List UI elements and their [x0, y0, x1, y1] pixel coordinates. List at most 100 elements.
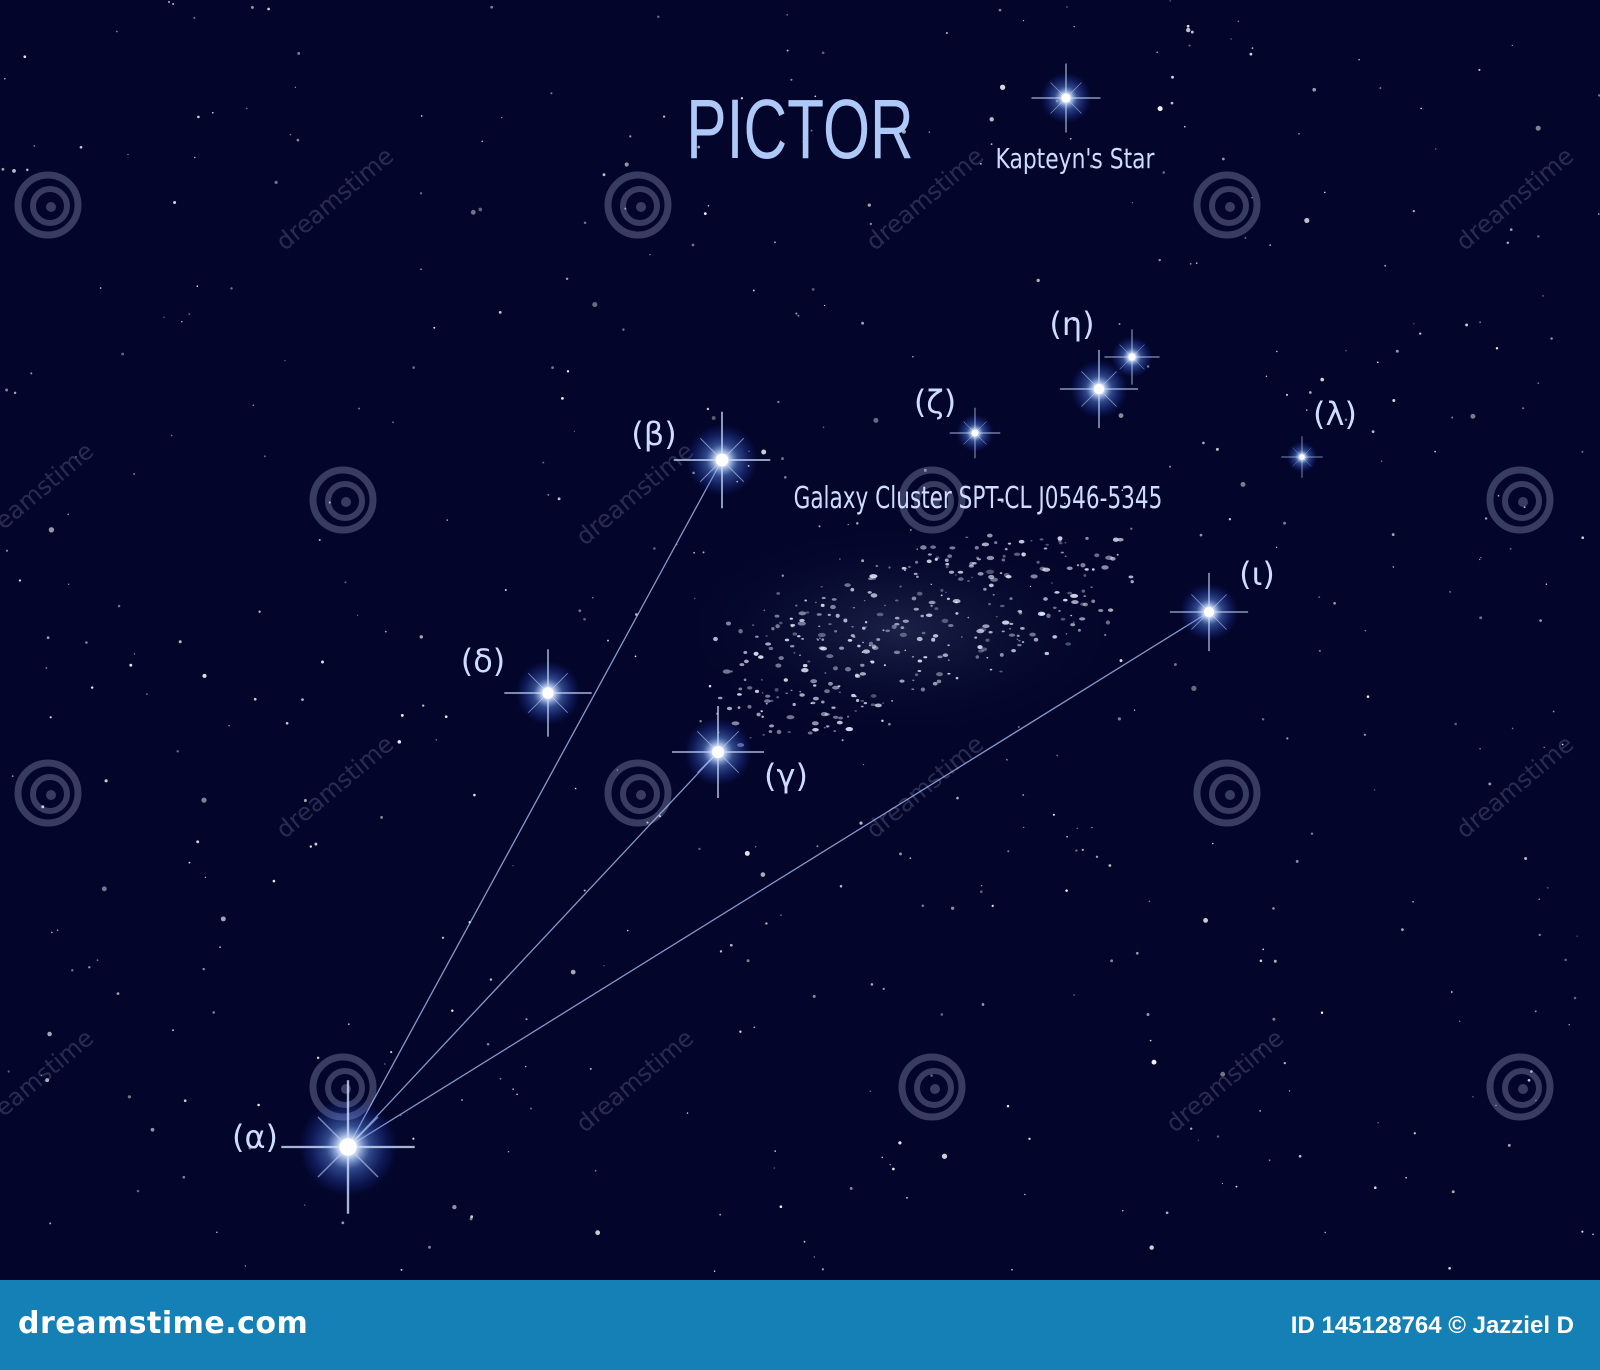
- background-star: [589, 1067, 592, 1070]
- background-star: [1472, 1095, 1474, 1098]
- background-star: [594, 1169, 597, 1172]
- background-star: [451, 1009, 454, 1012]
- background-star: [172, 3, 174, 5]
- cluster-galaxy: [1070, 593, 1079, 598]
- cluster-galaxy: [1001, 620, 1010, 625]
- cluster-galaxy: [813, 684, 817, 687]
- cluster-galaxy: [769, 699, 774, 703]
- cluster-galaxy: [952, 598, 961, 604]
- footer-brand[interactable]: dreamstime.com: [18, 1306, 309, 1341]
- background-star: [253, 697, 257, 701]
- background-star: [713, 1270, 716, 1272]
- background-star: [420, 115, 423, 117]
- cluster-galaxy: [1045, 543, 1049, 546]
- background-star: [1162, 171, 1166, 174]
- background-star: [211, 111, 214, 114]
- background-star: [321, 660, 324, 664]
- cluster-galaxy: [894, 622, 900, 626]
- cluster-galaxy: [912, 679, 915, 682]
- cluster-galaxy: [942, 653, 949, 657]
- background-star: [1197, 1139, 1200, 1141]
- cluster-galaxy: [936, 679, 942, 684]
- cluster-galaxy: [1018, 539, 1025, 544]
- background-star: [565, 277, 569, 281]
- background-star: [998, 8, 1002, 12]
- cluster-galaxy: [768, 730, 773, 733]
- cluster-galaxy: [904, 649, 907, 652]
- cluster-galaxy: [923, 656, 928, 659]
- cluster-galaxy: [1070, 623, 1076, 627]
- cluster-galaxy: [774, 614, 780, 618]
- cluster-galaxy: [775, 663, 782, 668]
- background-star: [201, 797, 207, 803]
- cluster-galaxy: [754, 689, 760, 694]
- cluster-galaxy: [749, 737, 752, 739]
- cluster-galaxy: [913, 572, 918, 576]
- cluster-galaxy: [860, 699, 865, 702]
- background-star: [1451, 416, 1454, 419]
- background-star: [422, 704, 425, 707]
- cluster-galaxy: [992, 594, 995, 596]
- background-star: [886, 101, 889, 104]
- cluster-galaxy: [920, 687, 926, 692]
- background-star: [1261, 718, 1265, 721]
- background-star: [347, 1023, 350, 1026]
- background-star: [991, 904, 994, 908]
- background-star: [706, 407, 710, 411]
- cluster-galaxy: [894, 616, 900, 620]
- background-star: [1435, 148, 1437, 150]
- background-star: [216, 1231, 218, 1233]
- cluster-galaxy: [988, 574, 995, 580]
- background-star: [461, 1099, 463, 1101]
- background-star: [1276, 350, 1278, 353]
- background-star: [1380, 460, 1383, 462]
- cluster-galaxy: [1107, 608, 1114, 612]
- background-star: [899, 852, 902, 856]
- cluster-galaxy: [816, 637, 819, 640]
- cluster-galaxy: [901, 566, 907, 570]
- background-star: [1392, 399, 1396, 402]
- background-star: [980, 884, 983, 887]
- cluster-galaxy: [1050, 582, 1054, 584]
- background-star: [196, 840, 200, 844]
- cluster-galaxy: [1007, 542, 1012, 545]
- cluster-galaxy: [1098, 608, 1104, 613]
- cluster-galaxy: [761, 715, 764, 718]
- cluster-galaxy: [932, 634, 939, 638]
- background-star: [1522, 407, 1525, 410]
- cluster-galaxy: [1054, 591, 1060, 594]
- cluster-galaxy: [916, 636, 923, 642]
- cluster-galaxy: [1057, 536, 1063, 541]
- kapteyn-star-label: Kapteyn's Star: [996, 142, 1156, 174]
- background-star: [592, 597, 594, 599]
- cluster-galaxy: [1029, 585, 1032, 588]
- cluster-galaxy: [852, 607, 856, 609]
- background-star: [219, 946, 222, 948]
- background-star: [781, 457, 784, 461]
- cluster-galaxy: [799, 693, 805, 697]
- background-star: [1017, 725, 1020, 729]
- background-star: [821, 51, 825, 55]
- background-star: [1283, 1061, 1286, 1065]
- cluster-galaxy: [948, 570, 955, 574]
- background-star: [1448, 1266, 1451, 1270]
- background-star: [433, 326, 436, 329]
- background-star: [928, 131, 931, 133]
- background-star: [1088, 315, 1091, 318]
- background-star: [380, 816, 383, 819]
- cluster-galaxy: [957, 570, 964, 574]
- cluster-galaxy: [985, 638, 990, 642]
- background-star: [1298, 1154, 1302, 1158]
- cluster-galaxy: [844, 667, 852, 672]
- cluster-galaxy: [764, 699, 771, 703]
- watermark-spiral-icon: [1486, 1053, 1554, 1121]
- cluster-galaxy: [1052, 635, 1057, 639]
- background-star: [906, 1197, 908, 1199]
- cluster-galaxy: [986, 657, 989, 659]
- background-star: [1333, 601, 1336, 605]
- background-star: [1412, 901, 1414, 903]
- background-star: [1215, 447, 1219, 451]
- cluster-galaxy: [1130, 580, 1134, 584]
- cluster-galaxy: [1070, 614, 1073, 617]
- cluster-galaxy: [785, 692, 789, 694]
